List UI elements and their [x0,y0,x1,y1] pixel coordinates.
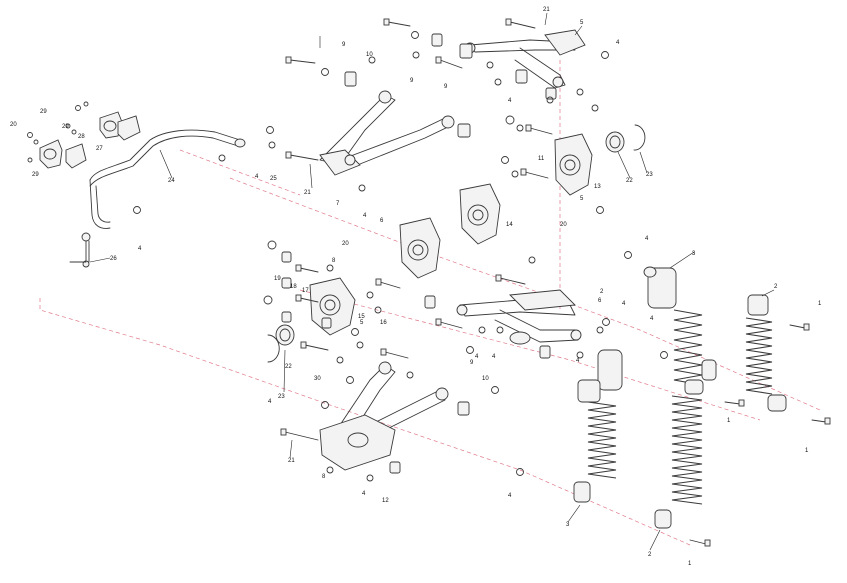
callout-4: 4 [475,354,479,360]
callout-18: 18 [290,284,297,290]
callout-23: 23 [646,172,653,178]
callout-29: 29 [32,172,39,178]
upper-a-arm-front [319,90,455,176]
callout-21: 21 [288,458,295,464]
callout-29: 29 [40,109,47,115]
callout-30: 30 [314,376,321,382]
callout-1: 1 [805,448,809,454]
callout-4: 4 [645,236,649,242]
callout-20: 20 [560,222,567,228]
callout-8: 8 [322,474,326,480]
nuts-and-washers [133,31,668,482]
callout-20: 20 [342,241,349,247]
callout-4: 4 [576,358,580,364]
callout-21: 21 [304,190,311,196]
callout-3: 3 [566,522,570,528]
callout-25: 25 [270,176,277,182]
callout-5: 5 [580,20,584,26]
bearings-and-rings [267,124,646,363]
callout-9: 9 [444,84,448,90]
callout-10: 10 [482,376,489,382]
stabilizer-link [69,232,91,268]
callout-20: 20 [10,122,17,128]
callout-29: 29 [62,124,69,130]
callout-1: 1 [727,418,731,424]
callout-16: 16 [380,320,387,326]
callout-4: 4 [622,301,626,307]
callout-17: 17 [302,288,309,294]
lower-a-arm-front [319,361,449,471]
knuckles [309,133,593,336]
callout-26: 26 [110,256,117,262]
callout-4: 4 [508,493,512,499]
shock-absorbers [573,266,787,529]
callout-5: 5 [580,196,584,202]
leader-lines [89,12,775,551]
callout-1: 1 [818,301,822,307]
callout-2: 2 [648,552,652,558]
callout-3: 3 [692,251,696,257]
bushings [281,33,557,474]
callout-4: 4 [255,174,259,180]
callout-2: 2 [774,284,778,290]
callout-4: 4 [363,213,367,219]
callout-14: 14 [506,222,513,228]
callout-7: 7 [336,201,340,207]
callout-22: 22 [285,364,292,370]
callout-4: 4 [138,246,142,252]
callout-12: 12 [382,498,389,504]
callout-5: 5 [360,320,364,326]
callout-9: 9 [342,42,346,48]
callout-11: 11 [538,156,545,162]
callout-15: 15 [358,314,365,320]
callout-9: 9 [410,78,414,84]
callout-24: 24 [168,178,175,184]
callout-labels: 1 1 1 1 2 2 2 3 3 4 4 4 4 4 4 4 4 4 4 4 … [10,7,822,567]
callout-23: 23 [278,394,285,400]
callout-4: 4 [508,98,512,104]
callout-4: 4 [362,491,366,497]
callout-9: 9 [470,360,474,366]
callout-8: 8 [332,258,336,264]
callout-4: 4 [268,399,272,405]
callout-6: 6 [598,298,602,304]
callout-1: 1 [688,561,692,567]
callout-6: 6 [380,218,384,224]
callout-2: 2 [600,289,604,295]
callout-10: 10 [366,52,373,58]
callout-4: 4 [492,354,496,360]
callout-22: 22 [626,178,633,184]
callout-27: 27 [96,146,103,152]
lower-a-arm-rear [456,289,582,345]
callout-28: 28 [78,134,85,140]
stabilizer-bar [89,129,246,229]
callout-4: 4 [616,40,620,46]
callout-4: 4 [650,316,654,322]
callout-19: 19 [274,276,281,282]
callout-21: 21 [543,7,550,13]
bolts [280,18,831,547]
stabilizer-brackets [27,101,141,169]
callout-13: 13 [594,184,601,190]
